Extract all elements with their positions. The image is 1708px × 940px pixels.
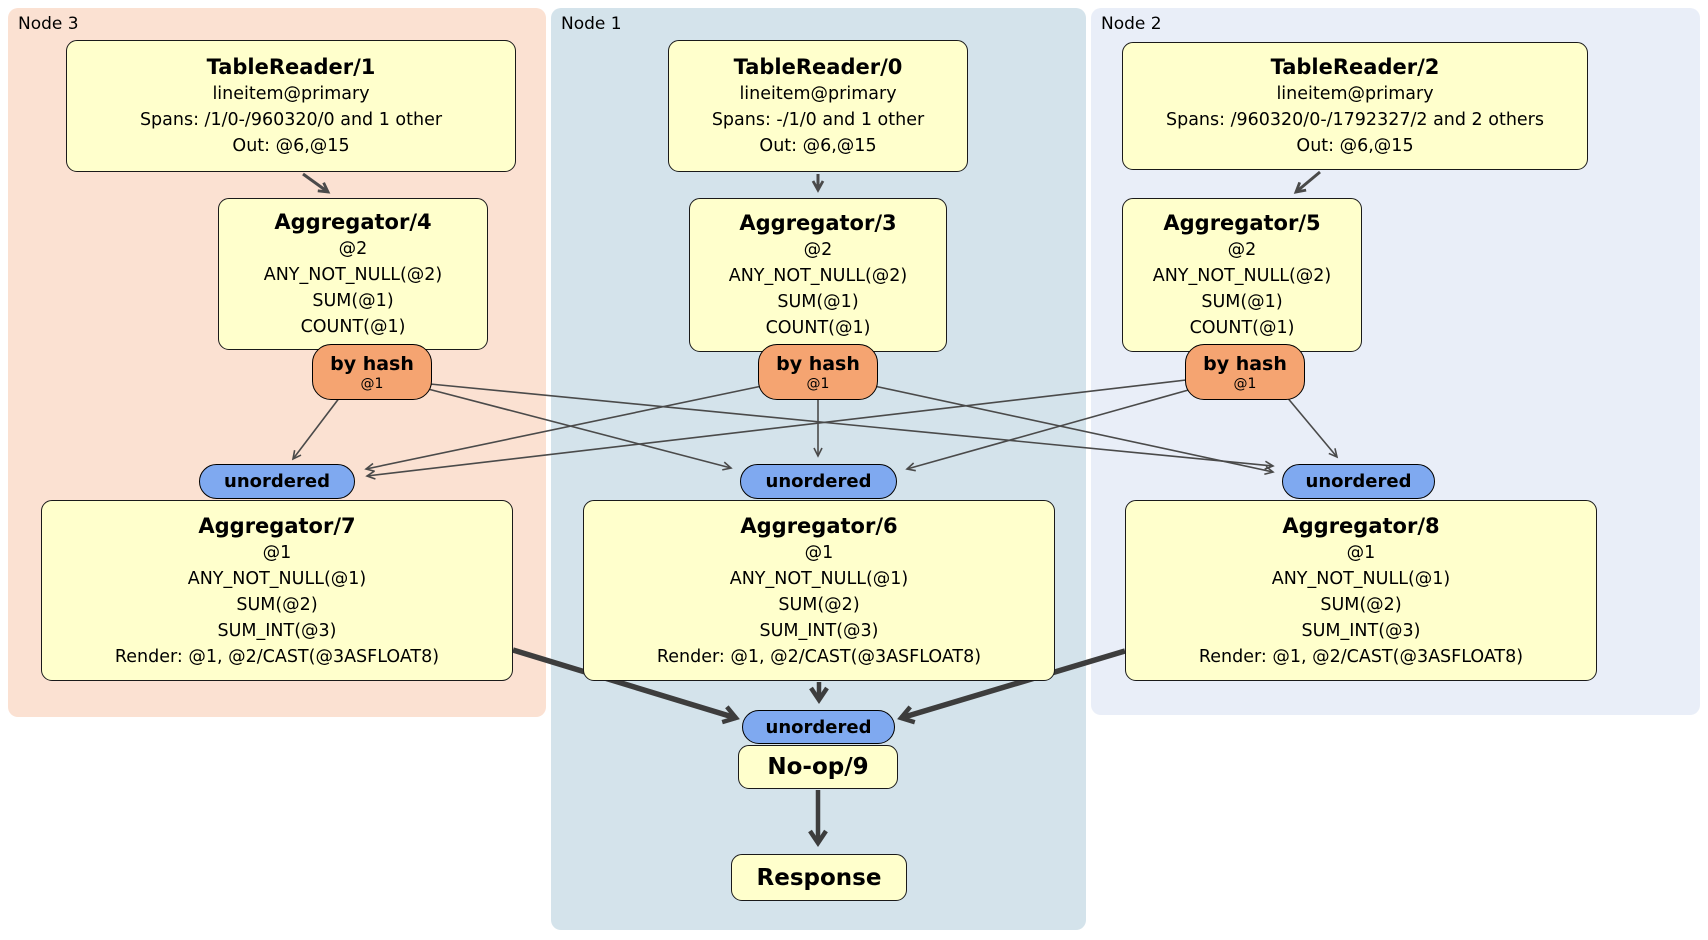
processor-detail: COUNT(@1): [300, 317, 406, 337]
sync-unordered-node2: unordered: [1282, 464, 1435, 499]
processor-detail: Render: @1, @2/CAST(@3ASFLOAT8): [656, 646, 982, 667]
processor-detail: Spans: -/1/0 and 1 other: [711, 110, 925, 130]
node1-label: Node 1: [561, 14, 622, 34]
processor-aggregator6: Aggregator/6 @1 ANY_NOT_NULL(@1) SUM(@2)…: [583, 500, 1055, 681]
router-key: @1: [806, 375, 830, 392]
router-key: @1: [1233, 375, 1257, 392]
processor-detail: SUM(@2): [778, 594, 860, 615]
processor-title: Aggregator/4: [274, 210, 432, 234]
processor-aggregator8: Aggregator/8 @1 ANY_NOT_NULL(@1) SUM(@2)…: [1125, 500, 1597, 681]
sync-label: unordered: [765, 716, 872, 738]
processor-title: Aggregator/8: [1282, 513, 1440, 538]
processor-detail: SUM_INT(@3): [759, 620, 879, 641]
router-label: by hash: [1203, 352, 1287, 375]
processor-title: Aggregator/5: [1163, 211, 1321, 235]
sync-label: unordered: [1305, 471, 1412, 492]
processor-detail: SUM(@2): [1320, 594, 1402, 615]
processor-detail: Out: @6,@15: [232, 136, 350, 156]
processor-title: TableReader/2: [1270, 55, 1440, 79]
processor-detail: Out: @6,@15: [759, 136, 877, 156]
processor-detail: Out: @6,@15: [1296, 136, 1414, 156]
router-byhash-node1: by hash @1: [758, 344, 878, 400]
router-byhash-node2: by hash @1: [1185, 344, 1305, 400]
processor-title: TableReader/0: [733, 55, 903, 79]
processor-aggregator7: Aggregator/7 @1 ANY_NOT_NULL(@1) SUM(@2)…: [41, 500, 513, 681]
sync-unordered-node1: unordered: [740, 464, 897, 499]
processor-aggregator5: Aggregator/5 @2 ANY_NOT_NULL(@2) SUM(@1)…: [1122, 198, 1362, 352]
sync-label: unordered: [224, 471, 330, 492]
processor-detail: @2: [803, 240, 833, 260]
processor-detail: lineitem@primary: [212, 84, 370, 104]
processor-tablereader1: TableReader/1 lineitem@primary Spans: /1…: [66, 40, 516, 172]
processor-detail: SUM_INT(@3): [1301, 620, 1421, 641]
router-key: @1: [360, 375, 384, 392]
processor-detail: SUM(@1): [312, 291, 394, 311]
processor-detail: SUM_INT(@3): [217, 620, 337, 641]
processor-title: Aggregator/3: [739, 211, 897, 235]
router-byhash-node3: by hash @1: [312, 344, 432, 400]
sync-label: unordered: [765, 471, 872, 492]
processor-title: Response: [756, 864, 882, 891]
processor-noop9: No-op/9: [738, 745, 898, 789]
router-label: by hash: [776, 352, 860, 375]
processor-detail: ANY_NOT_NULL(@1): [729, 568, 909, 589]
processor-detail: SUM(@1): [1201, 292, 1283, 312]
processor-detail: Render: @1, @2/CAST(@3ASFLOAT8): [114, 646, 440, 667]
node3-label: Node 3: [18, 14, 79, 34]
processor-detail: ANY_NOT_NULL(@1): [1271, 568, 1451, 589]
processor-title: No-op/9: [767, 754, 869, 780]
processor-detail: Spans: /1/0-/960320/0 and 1 other: [139, 110, 443, 130]
processor-title: TableReader/1: [206, 55, 376, 79]
processor-detail: COUNT(@1): [1189, 318, 1295, 338]
processor-aggregator4: Aggregator/4 @2 ANY_NOT_NULL(@2) SUM(@1)…: [218, 198, 488, 350]
processor-response: Response: [731, 854, 907, 901]
processor-detail: SUM(@1): [777, 292, 859, 312]
processor-detail: SUM(@2): [236, 594, 318, 615]
processor-detail: @2: [1227, 240, 1257, 260]
processor-aggregator3: Aggregator/3 @2 ANY_NOT_NULL(@2) SUM(@1)…: [689, 198, 947, 352]
processor-detail: ANY_NOT_NULL(@1): [187, 568, 367, 589]
processor-tablereader2: TableReader/2 lineitem@primary Spans: /9…: [1122, 42, 1588, 170]
processor-detail: @1: [262, 542, 292, 563]
processor-detail: ANY_NOT_NULL(@2): [1152, 266, 1332, 286]
processor-tablereader0: TableReader/0 lineitem@primary Spans: -/…: [668, 40, 968, 172]
router-label: by hash: [330, 352, 414, 375]
processor-detail: ANY_NOT_NULL(@2): [263, 265, 443, 285]
node2-label: Node 2: [1101, 14, 1162, 34]
processor-detail: Render: @1, @2/CAST(@3ASFLOAT8): [1198, 646, 1524, 667]
processor-title: Aggregator/7: [198, 513, 356, 538]
sync-unordered-final: unordered: [742, 710, 895, 744]
sync-unordered-node3: unordered: [199, 464, 355, 499]
processor-detail: COUNT(@1): [765, 318, 871, 338]
processor-detail: @1: [804, 542, 834, 563]
processor-detail: lineitem@primary: [739, 84, 897, 104]
processor-detail: @2: [338, 239, 368, 259]
processor-title: Aggregator/6: [740, 513, 898, 538]
processor-detail: ANY_NOT_NULL(@2): [728, 266, 908, 286]
processor-detail: lineitem@primary: [1276, 84, 1434, 104]
processor-detail: @1: [1346, 542, 1376, 563]
processor-detail: Spans: /960320/0-/1792327/2 and 2 others: [1165, 110, 1544, 130]
